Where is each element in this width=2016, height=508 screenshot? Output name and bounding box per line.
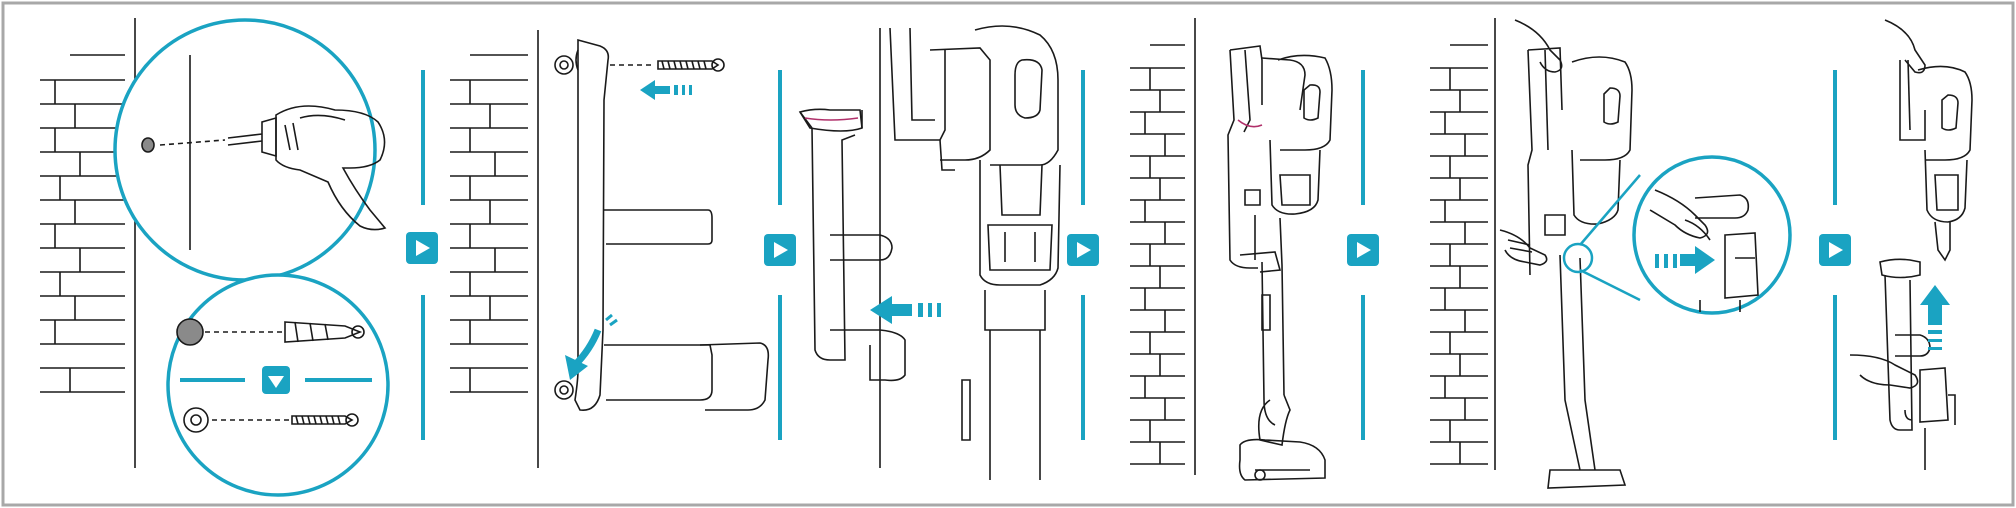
- curved-arrow-icon: [565, 313, 618, 380]
- brick-wall-icon: [1130, 44, 1185, 465]
- magnifier-circle-drill: [113, 18, 377, 282]
- step-5-panel: [1430, 18, 1792, 489]
- drill-icon: [227, 105, 387, 231]
- separator-4: [1347, 70, 1379, 440]
- brick-wall-icon: [40, 54, 125, 393]
- brick-wall-icon: [450, 54, 528, 393]
- step-3-panel: [798, 25, 1061, 480]
- down-arrow-icon: [262, 366, 290, 394]
- right-arrow-icon: [1655, 246, 1715, 274]
- screw-icon: [183, 407, 359, 433]
- next-step-arrow-icon: [1067, 234, 1099, 266]
- wall-bracket-icon: [574, 38, 770, 412]
- step-4-panel: [1130, 18, 1333, 481]
- separator-1: [406, 70, 438, 440]
- step-2-panel: [450, 30, 770, 468]
- clip-detail-icon: [1649, 189, 1759, 312]
- lifted-vacuum-icon: [1884, 19, 1973, 262]
- standing-vacuum-icon: [1227, 45, 1333, 481]
- brick-wall-icon: [1430, 44, 1488, 465]
- left-arrow-icon: [870, 296, 941, 324]
- next-step-arrow-icon: [1819, 234, 1851, 266]
- separator-2: [764, 70, 796, 440]
- step-1-panel: [40, 18, 390, 497]
- wall-plug-icon: [176, 318, 365, 346]
- next-step-arrow-icon: [764, 234, 796, 266]
- up-arrow-icon: [1920, 285, 1950, 350]
- magnifier-circle-clip: [1632, 155, 1792, 315]
- separator-3: [1067, 70, 1099, 440]
- accessory-holder-icon: [798, 108, 906, 382]
- next-step-arrow-icon: [406, 232, 438, 264]
- step-6-panel: [1849, 19, 1973, 470]
- left-arrow-icon: [640, 80, 692, 100]
- hanging-vacuum-icon: [1499, 19, 1633, 489]
- wall-hole-icon: [141, 137, 155, 153]
- vacuum-body-icon: [889, 25, 1061, 480]
- separator-5: [1819, 70, 1851, 440]
- next-step-arrow-icon: [1347, 234, 1379, 266]
